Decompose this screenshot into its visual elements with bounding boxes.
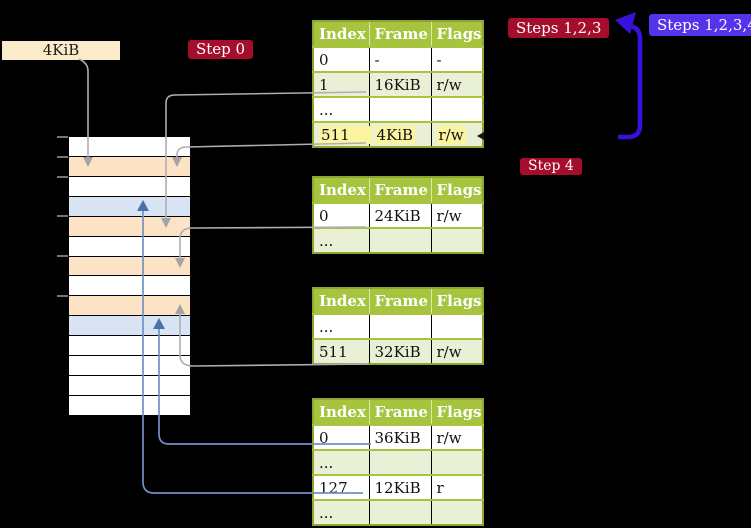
column-header: Frame	[368, 21, 431, 47]
column-header: Index	[313, 21, 369, 47]
cell-index: 0	[313, 202, 369, 228]
memory-frame	[69, 196, 190, 216]
memory-frame	[69, 376, 190, 395]
memory-frame	[69, 256, 190, 276]
memory-frame	[69, 156, 190, 176]
memory-tick	[57, 255, 68, 257]
cell-frame: 12KiB	[368, 474, 431, 500]
physical-memory-column	[69, 137, 190, 415]
memory-frame	[69, 216, 190, 236]
cell-flags	[430, 96, 483, 122]
arrowhead-left-icon	[615, 12, 636, 34]
free-frame-label: 4KiB	[2, 41, 120, 60]
column-header: Flags	[430, 21, 483, 47]
cell-frame: 16KiB	[368, 71, 431, 97]
cell-flags: -	[430, 46, 483, 72]
cell-index: ...	[313, 96, 369, 122]
cell-frame: 24KiB	[368, 202, 431, 228]
cell-frame	[368, 499, 431, 525]
cell-index: ...	[313, 227, 369, 253]
cell-index: ...	[313, 449, 369, 475]
memory-frame	[69, 176, 190, 196]
cell-index: 0	[313, 424, 369, 450]
badge-step-0: Step 0	[188, 40, 254, 59]
table-header-row: Index Frame Flags	[313, 288, 483, 314]
cell-flags: r/w	[430, 71, 483, 97]
table-row: 0 36KiB r/w	[313, 424, 483, 450]
cell-frame: -	[368, 46, 431, 72]
cell-flags: r/w	[430, 338, 483, 364]
column-header: Index	[313, 399, 369, 425]
table-row-highlighted: 511 4KiB r/w	[313, 121, 483, 147]
memory-tick	[57, 295, 68, 297]
arrow-loop-steps	[618, 23, 643, 140]
cell-flags	[430, 227, 483, 253]
cell-index: 511	[313, 121, 372, 147]
memory-frame	[69, 316, 190, 336]
column-header: Frame	[368, 177, 431, 203]
column-header: Flags	[430, 177, 483, 203]
page-table-top: Index Frame Flags 0 - - 1 16KiB r/w ... …	[312, 20, 484, 148]
memory-tick	[57, 136, 68, 138]
highlight: r/w	[436, 125, 466, 144]
cell-index: 1	[313, 71, 369, 97]
table-row: 511 32KiB r/w	[313, 338, 483, 364]
page-table-mid-2: Index Frame Flags ... 511 32KiB r/w	[312, 287, 484, 365]
page-table-bottom: Index Frame Flags 0 36KiB r/w ... 127 12…	[312, 398, 484, 526]
table-row: 127 12KiB r	[313, 474, 483, 500]
highlight: 4KiB	[374, 125, 416, 144]
table-row: ...	[313, 449, 483, 475]
highlight: 511	[319, 125, 372, 144]
column-header: Frame	[368, 399, 431, 425]
table-row: 1 16KiB r/w	[313, 71, 483, 97]
table-row: ...	[313, 227, 483, 253]
table-header-row: Index Frame Flags	[313, 177, 483, 203]
cell-index: ...	[313, 313, 369, 339]
memory-frame	[69, 236, 190, 256]
memory-tick	[57, 156, 68, 158]
column-header: Flags	[430, 288, 483, 314]
cell-index: 127	[313, 474, 369, 500]
cell-flags: r/w	[430, 424, 483, 450]
cell-index: 511	[313, 338, 369, 364]
cell-flags	[430, 499, 483, 525]
cell-flags	[430, 449, 483, 475]
memory-frame	[69, 336, 190, 356]
table-row: ...	[313, 313, 483, 339]
memory-frame	[69, 276, 190, 296]
cell-frame	[368, 227, 431, 253]
table-header-row: Index Frame Flags	[313, 399, 483, 425]
page-table-mid-1: Index Frame Flags 0 24KiB r/w ...	[312, 176, 484, 254]
column-header: Index	[313, 177, 369, 203]
table-row: 0 - -	[313, 46, 483, 72]
cell-frame: 36KiB	[368, 424, 431, 450]
cell-frame	[368, 96, 431, 122]
cell-frame	[368, 313, 431, 339]
cell-frame: 32KiB	[368, 338, 431, 364]
memory-frame	[69, 137, 190, 156]
memory-tick	[57, 176, 68, 178]
table-row: ...	[313, 96, 483, 122]
cell-index: ...	[313, 499, 369, 525]
badge-step-4: Step 4	[520, 158, 582, 175]
badge-steps-1-2-3-4: Steps 1,2,3,4	[649, 14, 751, 36]
cell-flags: r/w	[430, 121, 483, 147]
column-header: Index	[313, 288, 369, 314]
column-header: Flags	[430, 399, 483, 425]
table-row: ...	[313, 499, 483, 525]
cell-index: 0	[313, 46, 369, 72]
memory-tick	[57, 215, 68, 217]
cell-frame: 4KiB	[368, 121, 431, 147]
cell-flags	[430, 313, 483, 339]
memory-frame	[69, 296, 190, 316]
cell-flags: r/w	[430, 202, 483, 228]
memory-frame	[69, 395, 190, 415]
table-header-row: Index Frame Flags	[313, 21, 483, 47]
table-row: 0 24KiB r/w	[313, 202, 483, 228]
column-header: Frame	[368, 288, 431, 314]
memory-frame	[69, 356, 190, 376]
cell-flags: r	[430, 474, 483, 500]
badge-steps-1-2-3: Steps 1,2,3	[508, 18, 610, 38]
cell-frame	[368, 449, 431, 475]
